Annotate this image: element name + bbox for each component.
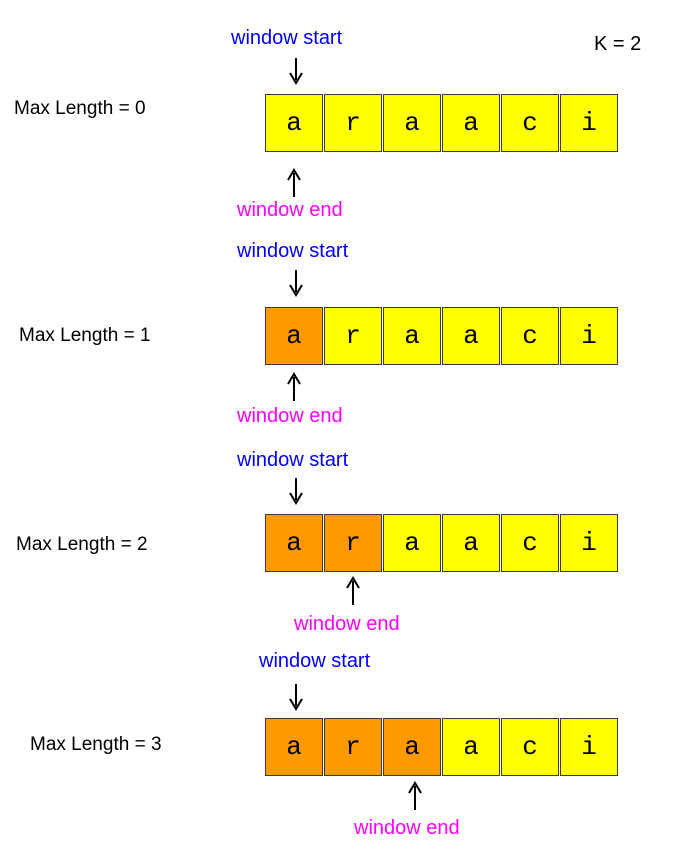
array-cell-4: c — [501, 718, 559, 776]
window-end-label-step-1: window end — [237, 405, 343, 427]
array-cell-4: c — [501, 514, 559, 572]
array-cell-1: r — [324, 718, 382, 776]
window-start-arrow-down-icon — [289, 478, 303, 505]
array-cell-0: a — [265, 718, 323, 776]
array-cell-2: a — [383, 307, 441, 365]
window-start-arrow-down-icon — [289, 270, 303, 297]
max-length-label-step-3: Max Length = 3 — [30, 734, 162, 755]
array-cell-3: a — [442, 514, 500, 572]
window-start-arrow-down-icon — [289, 684, 303, 711]
max-length-label-step-0: Max Length = 0 — [14, 98, 146, 119]
array-cell-5: i — [560, 94, 618, 152]
array-cell-5: i — [560, 718, 618, 776]
k-value-label: K = 2 — [594, 33, 642, 55]
array-cell-1: r — [324, 307, 382, 365]
array-cell-5: i — [560, 307, 618, 365]
window-end-label-step-0: window end — [237, 199, 343, 221]
window-end-label-step-3: window end — [354, 817, 460, 839]
window-start-label-step-1: window start — [237, 240, 349, 262]
array-cell-3: a — [442, 94, 500, 152]
array-cell-2: a — [383, 94, 441, 152]
window-end-label-step-2: window end — [294, 613, 400, 635]
window-end-arrow-up-icon — [346, 576, 360, 605]
window-start-label-step-3: window start — [259, 650, 371, 672]
array-cell-0: a — [265, 94, 323, 152]
array-cell-5: i — [560, 514, 618, 572]
window-start-arrow-down-icon — [289, 58, 303, 85]
window-end-arrow-up-icon — [287, 372, 301, 401]
window-start-label-step-2: window start — [237, 449, 349, 471]
window-end-arrow-up-icon — [408, 781, 422, 810]
array-cell-2: a — [383, 514, 441, 572]
array-cell-3: a — [442, 718, 500, 776]
array-cell-0: a — [265, 514, 323, 572]
max-length-label-step-2: Max Length = 2 — [16, 534, 148, 555]
array-cell-4: c — [501, 94, 559, 152]
array-cell-1: r — [324, 94, 382, 152]
window-start-label-step-0: window start — [231, 27, 343, 49]
array-cell-2: a — [383, 718, 441, 776]
array-cell-4: c — [501, 307, 559, 365]
array-cell-3: a — [442, 307, 500, 365]
array-cell-1: r — [324, 514, 382, 572]
max-length-label-step-1: Max Length = 1 — [19, 325, 151, 346]
array-cell-0: a — [265, 307, 323, 365]
window-end-arrow-up-icon — [287, 168, 301, 197]
